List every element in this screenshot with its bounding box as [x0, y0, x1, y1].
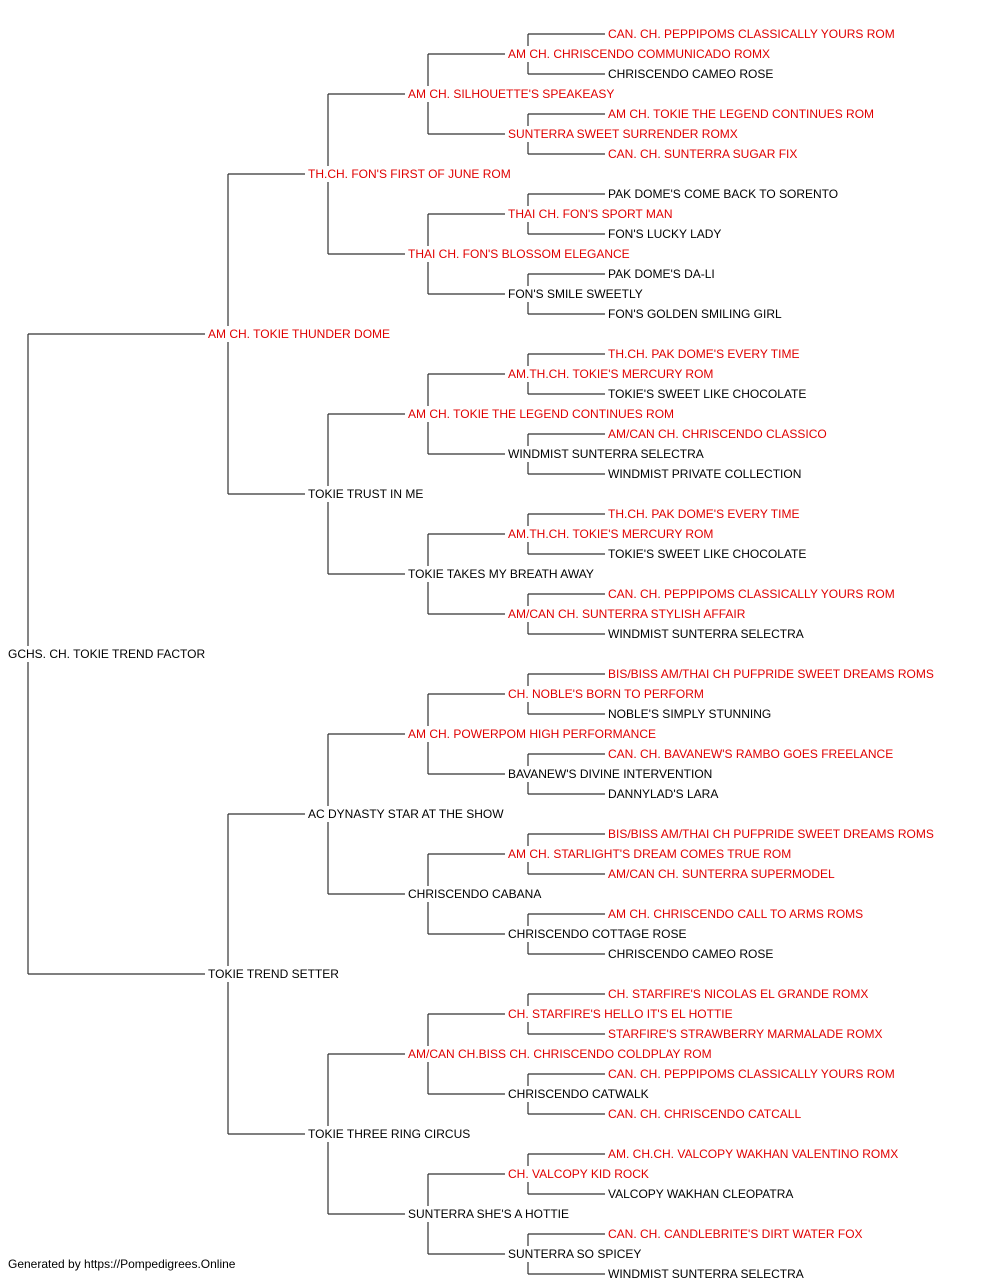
ancestor-name-gen-3: AM CH. SILHOUETTE'S SPEAKEASY: [408, 87, 615, 101]
ancestor-name-gen-5: AM/CAN CH. CHRISCENDO CLASSICO: [608, 427, 827, 441]
ancestor-name-gen-5: FON'S LUCKY LADY: [608, 227, 722, 241]
ancestor-name-gen-5: CHRISCENDO CAMEO ROSE: [608, 947, 774, 961]
ancestor-name-gen-4: CH. NOBLE'S BORN TO PERFORM: [508, 687, 704, 701]
ancestor-name-gen-5: TH.CH. PAK DOME'S EVERY TIME: [608, 507, 800, 521]
ancestor-name-gen-5: PAK DOME'S DA-LI: [608, 267, 715, 281]
ancestor-name-gen-2: AC DYNASTY STAR AT THE SHOW: [308, 807, 504, 821]
ancestor-name-gen-1: AM CH. TOKIE THUNDER DOME: [208, 327, 391, 341]
ancestor-name-gen-5: AM CH. CHRISCENDO CALL TO ARMS ROMS: [608, 907, 864, 921]
ancestor-name-gen-1: TOKIE TREND SETTER: [208, 967, 339, 981]
ancestor-name-gen-4: CH. VALCOPY KID ROCK: [508, 1167, 649, 1181]
ancestor-name-gen-5: AM CH. TOKIE THE LEGEND CONTINUES ROM: [608, 107, 875, 121]
ancestor-name-gen-3: THAI CH. FON'S BLOSSOM ELEGANCE: [408, 247, 630, 261]
ancestor-name-gen-2: TOKIE THREE RING CIRCUS: [308, 1127, 471, 1141]
ancestor-name-gen-5: NOBLE'S SIMPLY STUNNING: [608, 707, 772, 721]
ancestor-name-gen-5: CH. STARFIRE'S NICOLAS EL GRANDE ROMX: [608, 987, 869, 1001]
ancestor-name-gen-4: AM/CAN CH. SUNTERRA STYLISH AFFAIR: [508, 607, 746, 621]
ancestor-name-gen-5: WINDMIST SUNTERRA SELECTRA: [608, 627, 804, 641]
ancestor-name-gen-4: CH. STARFIRE'S HELLO IT'S EL HOTTIE: [508, 1007, 733, 1021]
ancestor-name-gen-3: AM CH. TOKIE THE LEGEND CONTINUES ROM: [408, 407, 675, 421]
ancestor-name-gen-5: PAK DOME'S COME BACK TO SORENTO: [608, 187, 839, 201]
ancestor-name-gen-5: TOKIE'S SWEET LIKE CHOCOLATE: [608, 387, 807, 401]
ancestor-name-gen-5: CAN. CH. PEPPIPOMS CLASSICALLY YOURS ROM: [608, 27, 895, 41]
generated-by-footer: Generated by https://Pompedigrees.Online: [8, 1257, 236, 1271]
ancestor-name-gen-5: WINDMIST SUNTERRA SELECTRA: [608, 1267, 804, 1281]
ancestor-name-gen-5: FON'S GOLDEN SMILING GIRL: [608, 307, 782, 321]
ancestor-name-gen-5: WINDMIST PRIVATE COLLECTION: [608, 467, 802, 481]
ancestor-name-gen-5: VALCOPY WAKHAN CLEOPATRA: [608, 1187, 794, 1201]
ancestor-name-gen-5: BIS/BISS AM/THAI CH PUFPRIDE SWEET DREAM…: [608, 667, 934, 681]
ancestor-name-gen-3: CHRISCENDO CABANA: [408, 887, 542, 901]
ancestor-name-gen-5: CAN. CH. PEPPIPOMS CLASSICALLY YOURS ROM: [608, 1067, 895, 1081]
ancestor-name-gen-5: TOKIE'S SWEET LIKE CHOCOLATE: [608, 547, 807, 561]
ancestor-name-gen-4: AM.TH.CH. TOKIE'S MERCURY ROM: [508, 527, 714, 541]
ancestor-name-gen-4: SUNTERRA SWEET SURRENDER ROMX: [508, 127, 738, 141]
ancestor-name-gen-5: DANNYLAD'S LARA: [608, 787, 719, 801]
ancestor-name-gen-5: CAN. CH. PEPPIPOMS CLASSICALLY YOURS ROM: [608, 587, 895, 601]
ancestor-name-gen-5: CAN. CH. SUNTERRA SUGAR FIX: [608, 147, 798, 161]
ancestor-name-gen-3: SUNTERRA SHE'S A HOTTIE: [408, 1207, 569, 1221]
ancestor-name-gen-5: CAN. CH. CANDLEBRITE'S DIRT WATER FOX: [608, 1227, 863, 1241]
ancestor-name-gen-4: CHRISCENDO CATWALK: [508, 1087, 649, 1101]
ancestor-name-gen-4: AM CH. STARLIGHT'S DREAM COMES TRUE ROM: [508, 847, 792, 861]
ancestor-name-gen-4: AM.TH.CH. TOKIE'S MERCURY ROM: [508, 367, 714, 381]
ancestor-name-gen-4: AM CH. CHRISCENDO COMMUNICADO ROMX: [508, 47, 771, 61]
ancestor-name-gen-3: AM/CAN CH.BISS CH. CHRISCENDO COLDPLAY R…: [408, 1047, 712, 1061]
ancestor-name-gen-5: TH.CH. PAK DOME'S EVERY TIME: [608, 347, 800, 361]
ancestor-name-gen-3: TOKIE TAKES MY BREATH AWAY: [408, 567, 594, 581]
ancestor-name-gen-5: BIS/BISS AM/THAI CH PUFPRIDE SWEET DREAM…: [608, 827, 934, 841]
ancestor-name-gen-2: TH.CH. FON'S FIRST OF JUNE ROM: [308, 167, 511, 181]
ancestor-name-gen-4: CHRISCENDO COTTAGE ROSE: [508, 927, 687, 941]
ancestor-name-gen-4: WINDMIST SUNTERRA SELECTRA: [508, 447, 704, 461]
ancestor-name-gen-5: CHRISCENDO CAMEO ROSE: [608, 67, 774, 81]
ancestor-name-gen-3: AM CH. POWERPOM HIGH PERFORMANCE: [408, 727, 657, 741]
ancestor-name-gen-4: THAI CH. FON'S SPORT MAN: [508, 207, 673, 221]
ancestor-name-gen-4: FON'S SMILE SWEETLY: [508, 287, 643, 301]
ancestor-name-gen-5: AM/CAN CH. SUNTERRA SUPERMODEL: [608, 867, 835, 881]
ancestor-name-gen-5: STARFIRE'S STRAWBERRY MARMALADE ROMX: [608, 1027, 883, 1041]
ancestor-name-gen-5: CAN. CH. CHRISCENDO CATCALL: [608, 1107, 802, 1121]
ancestor-name-gen-4: BAVANEW'S DIVINE INTERVENTION: [508, 767, 713, 781]
subject-dog-name: GCHS. CH. TOKIE TREND FACTOR: [8, 647, 206, 661]
ancestor-name-gen-5: AM. CH.CH. VALCOPY WAKHAN VALENTINO ROMX: [608, 1147, 899, 1161]
ancestor-name-gen-5: CAN. CH. BAVANEW'S RAMBO GOES FREELANCE: [608, 747, 894, 761]
ancestor-name-gen-2: TOKIE TRUST IN ME: [308, 487, 424, 501]
ancestor-name-gen-4: SUNTERRA SO SPICEY: [508, 1247, 642, 1261]
